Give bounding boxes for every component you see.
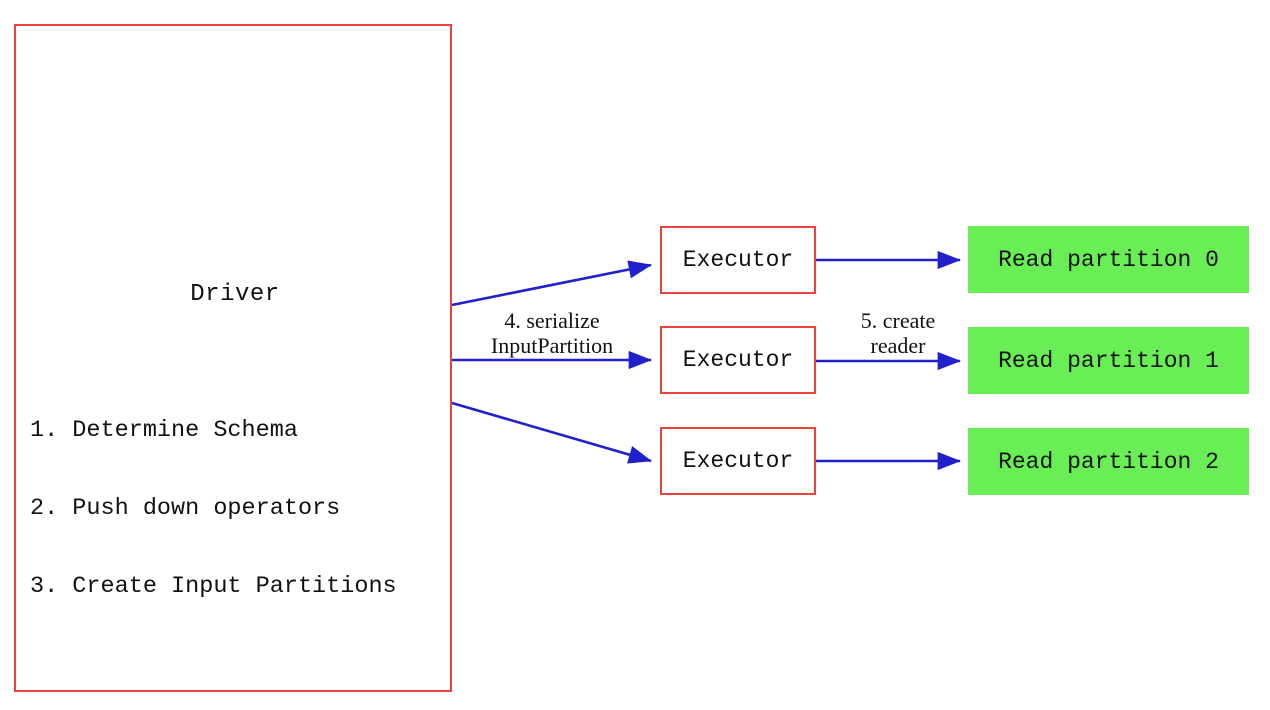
driver-title: Driver <box>190 281 280 308</box>
read-partition-box-1: Read partition 1 <box>968 327 1249 394</box>
arrow-driver-to-executor-2 <box>451 401 652 464</box>
arrow-driver-to-executor-0 <box>451 260 653 307</box>
edge-label-serialize-input-partition: 4. serialize InputPartition <box>490 308 614 358</box>
executor-label-0: Executor <box>682 247 794 273</box>
executor-box-2: Executor <box>660 427 816 495</box>
edge-label-create-reader: 5. create reader <box>860 308 936 358</box>
driver-step-2: 2. Push down operators <box>30 495 341 522</box>
read-partition-box-0: Read partition 0 <box>968 226 1249 293</box>
executor-box-1: Executor <box>660 326 816 394</box>
driver-step-1: 1. Determine Schema <box>30 417 298 444</box>
executor-label-1: Executor <box>682 347 794 373</box>
read-partition-label-1: Read partition 1 <box>998 347 1219 374</box>
read-partition-box-2: Read partition 2 <box>968 428 1249 495</box>
executor-box-0: Executor <box>660 226 816 294</box>
read-partition-label-0: Read partition 0 <box>998 246 1219 273</box>
driver-steps-list: 1. Determine Schema 2. Push down operato… <box>30 366 454 652</box>
executor-label-2: Executor <box>682 448 794 474</box>
driver-box: Driver 1. Determine Schema 2. Push down … <box>14 24 452 692</box>
read-partition-label-2: Read partition 2 <box>998 448 1219 475</box>
driver-step-3: 3. Create Input Partitions <box>30 573 397 600</box>
